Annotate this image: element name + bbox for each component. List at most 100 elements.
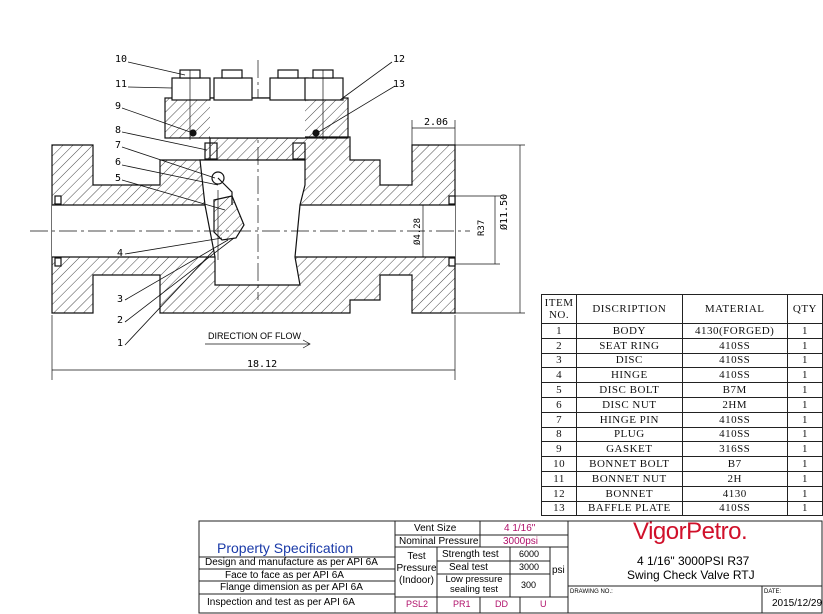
balloon-9: 9 <box>115 101 122 112</box>
strength-test-value: 6000 <box>519 549 540 559</box>
bom-cell-qty: 1 <box>786 500 823 517</box>
nominal-pressure-value: 3000psi <box>503 536 539 547</box>
bom-cell-item: 6 <box>540 396 578 413</box>
bom-cell-qty: 1 <box>786 411 823 428</box>
vent-size-value: 4 1/16" <box>504 523 536 534</box>
low-pressure-test-label: Low pressure sealing test <box>445 574 503 595</box>
bom-cell-material: 410SS <box>681 500 788 517</box>
bom-cell-item: 2 <box>540 337 578 354</box>
title-block-frame <box>198 520 823 614</box>
disc-assembly <box>204 142 306 260</box>
vent-size-label: Vent Size <box>414 523 457 534</box>
bom-cell-desc: PLUG <box>576 426 683 443</box>
balloon-2: 2 <box>117 315 124 326</box>
bom-cell-desc: BAFFLE PLATE <box>576 500 683 517</box>
bom-cell-qty: 1 <box>786 456 823 472</box>
dim-flange-diameter: Ø11.50 <box>499 193 510 230</box>
balloon-4: 4 <box>117 248 124 259</box>
code-material-class: DD <box>495 599 508 609</box>
valve-body <box>30 60 470 314</box>
bom-cell-material: 410SS <box>681 337 788 354</box>
bom-cell-qty: 1 <box>786 352 823 369</box>
bom-cell-qty: 1 <box>786 367 823 384</box>
date-label: DATE: <box>764 589 782 595</box>
bom-cell-material: B7 <box>681 456 788 472</box>
bom-cell-desc: BONNET <box>576 485 683 502</box>
dim-overall-length: 18.12 <box>247 359 278 370</box>
bom-cell-desc: BODY <box>576 323 683 339</box>
bom-cell-material: 410SS <box>681 352 788 369</box>
bom-header-row: ITEM NO. DISCRIPTION MATERIAL QTY <box>540 294 823 324</box>
bom-cell-qty: 1 <box>786 470 823 487</box>
bom-cell-material: B7M <box>681 382 788 398</box>
bom-cell-desc: HINGE PIN <box>576 411 683 428</box>
code-temperature-class: U <box>540 599 547 609</box>
bom-header-qty: QTY <box>786 294 823 324</box>
dimension-lines <box>51 120 525 380</box>
bom-cell-item: 11 <box>540 470 578 487</box>
brand-logo: VigorPetro. <box>633 518 748 545</box>
balloon-11: 11 <box>115 79 128 90</box>
bom-cell-qty: 1 <box>786 441 823 458</box>
code-pr: PR1 <box>453 599 471 609</box>
strength-test-label: Strength test <box>442 549 499 560</box>
drawing-title-line2: Swing Check Valve RTJ <box>627 568 755 582</box>
bom-cell-material: 4130 <box>681 485 788 502</box>
bom-cell-qty: 1 <box>786 337 823 354</box>
low-pressure-test-value: 300 <box>521 580 537 590</box>
balloon-7: 7 <box>115 140 122 151</box>
spec-line-face: Face to face as per API 6A <box>225 570 344 581</box>
leader-lines <box>121 61 396 346</box>
bom-cell-material: 4130(FORGED) <box>681 323 788 339</box>
spec-line-inspection: Inspection and test as per API 6A <box>207 597 355 608</box>
flow-direction-label: DIRECTION OF FLOW <box>208 331 301 341</box>
bom-cell-material: 410SS <box>681 426 788 443</box>
bom-cell-item: 9 <box>540 441 578 458</box>
bom-cell-material: 2HM <box>681 396 788 413</box>
bom-cell-desc: BONNET BOLT <box>576 456 683 472</box>
bom-cell-desc: BONNET NUT <box>576 470 683 487</box>
spec-line-design: Design and manufacture as per API 6A <box>205 557 378 568</box>
bom-cell-desc: DISC <box>576 352 683 369</box>
bom-cell-item: 1 <box>540 323 578 339</box>
dim-bore-diameter: Ø4.28 <box>413 217 423 245</box>
bom-cell-desc: GASKET <box>576 441 683 458</box>
balloon-3: 3 <box>117 294 124 305</box>
pressure-unit: psi <box>552 565 565 576</box>
bom-cell-material: 410SS <box>681 411 788 428</box>
seal-test-value: 3000 <box>519 562 540 572</box>
balloon-6: 6 <box>115 157 122 168</box>
bom-header-item: ITEM NO. <box>540 294 578 324</box>
balloon-5: 5 <box>115 173 122 184</box>
bom-cell-desc: DISC BOLT <box>576 382 683 398</box>
dim-ring-groove: R37 <box>477 219 487 236</box>
dim-flange-thickness: 2.06 <box>424 117 449 128</box>
code-psl: PSL2 <box>406 599 429 609</box>
bom-cell-item: 3 <box>540 352 578 369</box>
drawing-title-line1: 4 1/16" 3000PSI R37 <box>637 554 750 568</box>
bom-cell-qty: 1 <box>786 382 823 398</box>
drawing-no-label: DRAWING NO.: <box>570 589 613 595</box>
bom-cell-material: 2H <box>681 470 788 487</box>
bom-header-description: DISCRIPTION <box>576 294 683 324</box>
bom-cell-item: 5 <box>540 382 578 398</box>
bom-cell-item: 12 <box>540 485 578 502</box>
bom-cell-qty: 1 <box>786 396 823 413</box>
